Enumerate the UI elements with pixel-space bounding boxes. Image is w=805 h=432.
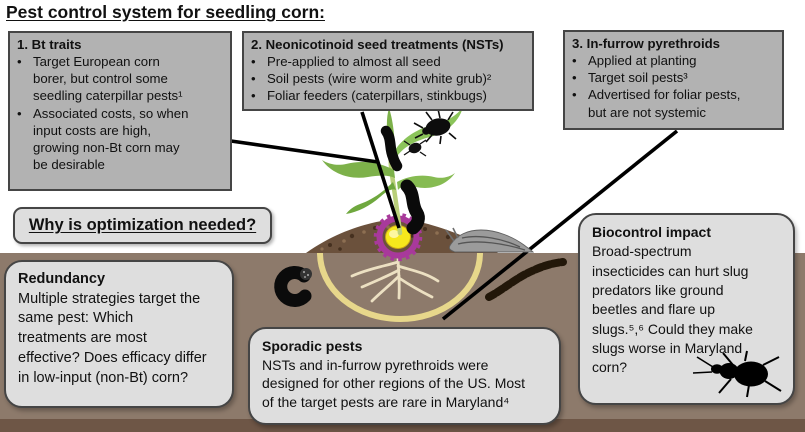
panel-redundancy: Redundancy Multiple strategies target th… [4,260,234,408]
panel-sporadic-body: NSTs and in-furrow pyrethroids were desi… [262,356,526,410]
box-pyrethroids-title: 3. In-furrow pyrethroids [572,36,721,51]
bullet-text: Associated costs, so when input costs ar… [33,105,189,173]
box-pyrethroids: 3. In-furrow pyrethroids • Applied at pl… [563,30,784,130]
ground-beetle-icon [692,350,782,398]
corn-seedling-icon [322,107,463,236]
bullet-item: • Associated costs, so when input costs … [17,105,223,174]
page-title: Pest control system for seedling corn: [6,2,325,22]
soil-mound [306,219,498,253]
bullet-icon: • [572,53,577,69]
bullet-icon: • [251,54,256,70]
bullet-icon: • [572,70,577,86]
bullet-item: • Pre-applied to almost all seed [251,53,525,70]
bullet-text: Soil pests (wire worm and white grub)² [267,71,492,87]
box-bt-title: 1. Bt traits [17,37,82,52]
bullet-icon: • [17,105,22,121]
caterpillar-icon [380,125,403,172]
bullet-item: • Soil pests (wire worm and white grub)² [251,70,525,87]
slug-icon [445,227,535,253]
connector-line-nst [360,111,401,229]
box-nst-title: 2. Neonicotinoid seed treatments (NSTs) [251,37,504,52]
bullet-text: Target European corn borer, but control … [33,54,183,104]
bullet-item: • Applied at planting [572,52,775,69]
box-nst: 2. Neonicotinoid seed treatments (NSTs) … [242,31,534,111]
panel-redundancy-body: Multiple strategies target the same pest… [18,290,207,386]
panel-sporadic-title: Sporadic pests [262,338,363,354]
bullet-text: Pre-applied to almost all seed [267,54,441,70]
panel-sporadic-pests: Sporadic pests NSTs and in-furrow pyreth… [248,327,561,425]
nymph-bug-icon [403,139,427,157]
bullet-item: • Advertised for foliar pests, but are n… [572,86,775,120]
bullet-item: • Target European corn borer, but contro… [17,53,223,104]
bullet-text: Target soil pests³ [588,70,688,86]
bullet-item: • Target soil pests³ [572,69,775,86]
bullet-text: Foliar feeders (caterpillars, stinkbugs) [267,88,487,104]
question-banner: Why is optimization needed? [13,207,272,244]
bullet-text: Advertised for foliar pests, but are not… [588,87,741,120]
bullet-icon: • [572,87,577,103]
bullet-icon: • [251,88,256,104]
bullet-icon: • [251,71,256,87]
bullet-icon: • [17,54,22,70]
stink-bug-icon [413,108,457,145]
bullet-item: • Foliar feeders (caterpillars, stinkbug… [251,87,525,104]
panel-redundancy-title: Redundancy [18,271,106,287]
bullet-text: Applied at planting [588,53,697,69]
soil-dark-band [0,419,805,432]
panel-biocontrol-title: Biocontrol impact [592,224,712,240]
panel-biocontrol: Biocontrol impact Broad-spectrum insecti… [578,213,795,405]
caterpillar-icon [400,179,425,235]
box-bt-traits: 1. Bt traits • Target European corn bore… [8,31,232,191]
connector-line-bt [230,139,379,164]
